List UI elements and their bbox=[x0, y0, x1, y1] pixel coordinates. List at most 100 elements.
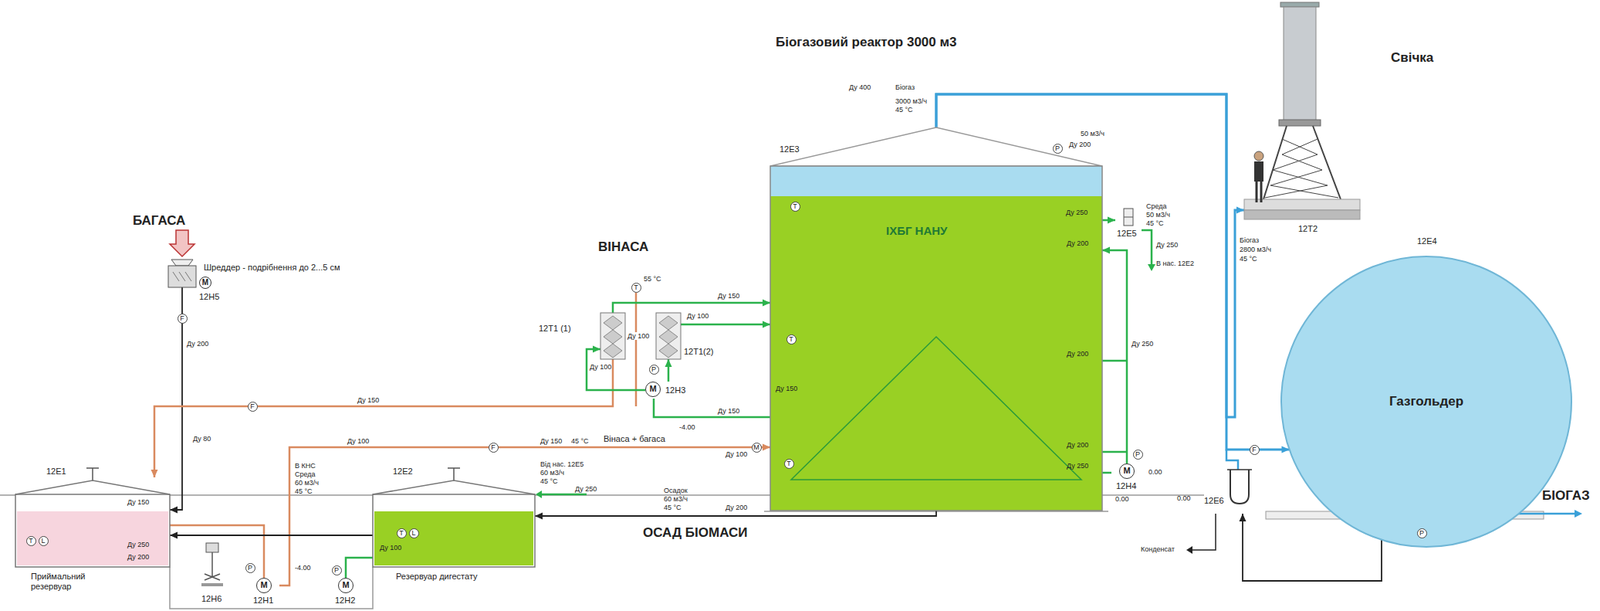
pipe-annotation: Ду 150 bbox=[717, 406, 740, 415]
stream-name: ВІНАСА bbox=[598, 239, 649, 255]
node-label: M bbox=[256, 577, 272, 593]
pipe-annotation: Ду 250 bbox=[127, 540, 149, 548]
flare-shape bbox=[1244, 0, 1453, 232]
pump: M 12H2 bbox=[330, 577, 362, 607]
instrument-tag: T bbox=[790, 201, 801, 212]
pipe-annotation: Ду 400 bbox=[849, 83, 871, 92]
pipe-annotation: 50 м3/ч bbox=[1146, 210, 1171, 219]
pipe-annotation: 45 °C bbox=[663, 503, 682, 511]
pipe-annotation: Ду 100 bbox=[626, 331, 650, 340]
node-label: Свічка bbox=[1390, 50, 1434, 66]
tank2-shape bbox=[372, 476, 535, 567]
pipe-annotation: Ду 100 bbox=[589, 362, 612, 371]
node-label: 12H2 bbox=[334, 595, 356, 606]
pipe-annotation: В нас. 12E2 bbox=[1156, 259, 1195, 268]
instrument-tag: P bbox=[649, 364, 660, 375]
node-label: 12E4 bbox=[1417, 236, 1438, 247]
pipe-connector bbox=[534, 510, 937, 520]
node-label: 12H1 bbox=[253, 595, 274, 606]
node-label: 12H5 bbox=[199, 291, 220, 302]
gas-holder: Газгольдер12E4 bbox=[1279, 254, 1573, 548]
node-label: M bbox=[645, 381, 661, 397]
instrument-tag: T bbox=[631, 282, 642, 293]
condensate-trap: 12E6 bbox=[1204, 463, 1259, 514]
pipe-annotation: Ду 200 bbox=[1068, 140, 1091, 149]
node-label: 12H4 bbox=[1116, 480, 1137, 491]
pipe-annotation: -4.00 bbox=[679, 422, 696, 431]
pipe-annotation: Ду 200 bbox=[186, 339, 209, 348]
biogas-reactor: Біогазовий реактор 3000 м3ІХБГ НАНУ12E3 bbox=[770, 127, 1103, 511]
shredder: Шреддер - подрібнення до 2...5 смM12H5 bbox=[168, 259, 197, 288]
mixer: 12H6 bbox=[196, 542, 228, 605]
pipe-annotation: Ду 250 bbox=[1065, 208, 1088, 217]
separator: 12E5 bbox=[1115, 208, 1142, 240]
node-label: Біогазовий реактор 3000 м3 bbox=[775, 34, 958, 51]
instrument-tag: P bbox=[245, 562, 256, 573]
pipe-annotation: Ду 150 bbox=[775, 384, 798, 393]
node-label: M bbox=[338, 577, 354, 593]
pipe-connector bbox=[279, 443, 771, 586]
instrument-tag: F bbox=[177, 313, 188, 324]
node-label: Газгольдер bbox=[1389, 393, 1464, 410]
pipe-connector bbox=[151, 358, 614, 477]
node-label: 12H3 bbox=[665, 385, 686, 396]
node-label: 12T2 bbox=[1298, 223, 1318, 234]
node-label: Шреддер - подрібнення до 2...5 см bbox=[203, 262, 341, 273]
pipe-annotation: Ду 150 bbox=[127, 497, 149, 506]
pipe-annotation: Ду 100 bbox=[379, 543, 402, 552]
digestate-tank: 12E2Резервуар дигестату bbox=[372, 476, 535, 567]
pipe-connector bbox=[1102, 246, 1127, 464]
stream-name: БІОГАЗ bbox=[1542, 487, 1590, 504]
pipe-annotation: 55 °C bbox=[643, 274, 662, 283]
instrument-tag: T bbox=[396, 527, 407, 538]
pipe-annotation: 0.00 bbox=[1177, 493, 1191, 502]
pipe-annotation: -4.00 bbox=[294, 563, 312, 572]
instrument-tag: F bbox=[488, 442, 499, 453]
flare-stack: Свічка 12T2 bbox=[1244, 0, 1453, 232]
pipe-annotation: 0.00 bbox=[1148, 467, 1163, 476]
pipe-annotation: 60 м3/ч bbox=[663, 494, 688, 503]
pipe-annotation: Ду 200 bbox=[1066, 239, 1089, 247]
pipe-connector bbox=[653, 398, 771, 417]
pipe-annotation: Ду 200 bbox=[725, 503, 748, 511]
instrument-tag: L bbox=[38, 535, 49, 546]
pipe-annotation: В КНС bbox=[294, 461, 316, 470]
pipe-annotation: Ду 150 bbox=[717, 291, 740, 300]
pipe-annotation: 45 °C bbox=[294, 487, 313, 495]
node-label: 12E5 bbox=[1116, 228, 1137, 239]
instrument-tag: P bbox=[331, 564, 342, 576]
heat-exchanger: 12T1 (1) bbox=[600, 312, 626, 359]
pipe-annotation: Ду 100 bbox=[347, 436, 369, 445]
pipe-annotation: 0.00 bbox=[1115, 494, 1130, 503]
instrument-tag: P bbox=[1052, 143, 1063, 154]
node-label: Резервуар дигестату bbox=[395, 571, 481, 582]
node-label: 12T1(2) bbox=[683, 346, 714, 357]
pipe-annotation: Ду 150 bbox=[540, 436, 562, 445]
pipe-annotation: 45 °C bbox=[1239, 254, 1258, 263]
instrument-tag: L bbox=[409, 527, 420, 538]
node-label: 12H6 bbox=[201, 593, 222, 604]
pump: M 12H3 bbox=[645, 381, 692, 399]
node-label: Приймальний резервуар bbox=[30, 571, 116, 592]
pipe-annotation: Ду 250 bbox=[1131, 339, 1154, 348]
pipe-annotation: Среда bbox=[294, 470, 316, 478]
pipe-annotation: 45 °C bbox=[895, 105, 914, 114]
node-label: M bbox=[199, 276, 212, 289]
heat-exchanger: 12T1(2) bbox=[656, 312, 681, 359]
pipe-annotation: Від нас. 12E5 bbox=[540, 460, 584, 468]
instrument-tag: F bbox=[247, 401, 258, 412]
pipe-annotation: Конденсат bbox=[1140, 544, 1175, 553]
stream-name: БАГАСА bbox=[132, 213, 186, 229]
pipe-annotation: 45 °C bbox=[1146, 219, 1164, 227]
pipe-annotation: Ду 150 bbox=[357, 395, 379, 404]
pipe-annotation: 50 м3/ч bbox=[1080, 129, 1105, 138]
instrument-tag: F bbox=[1249, 444, 1260, 455]
pipe-annotation: Ду 100 bbox=[725, 449, 748, 458]
pipe-annotation: Осадок bbox=[663, 486, 688, 494]
stream-name: ОСАД БІОМАСИ bbox=[642, 524, 748, 541]
pipe-annotation: 60 м3/ч bbox=[540, 468, 565, 477]
pipe-annotation: 45 °C bbox=[540, 476, 559, 485]
instrument-tag: M bbox=[751, 442, 762, 453]
node-label: 12E2 bbox=[392, 466, 413, 477]
